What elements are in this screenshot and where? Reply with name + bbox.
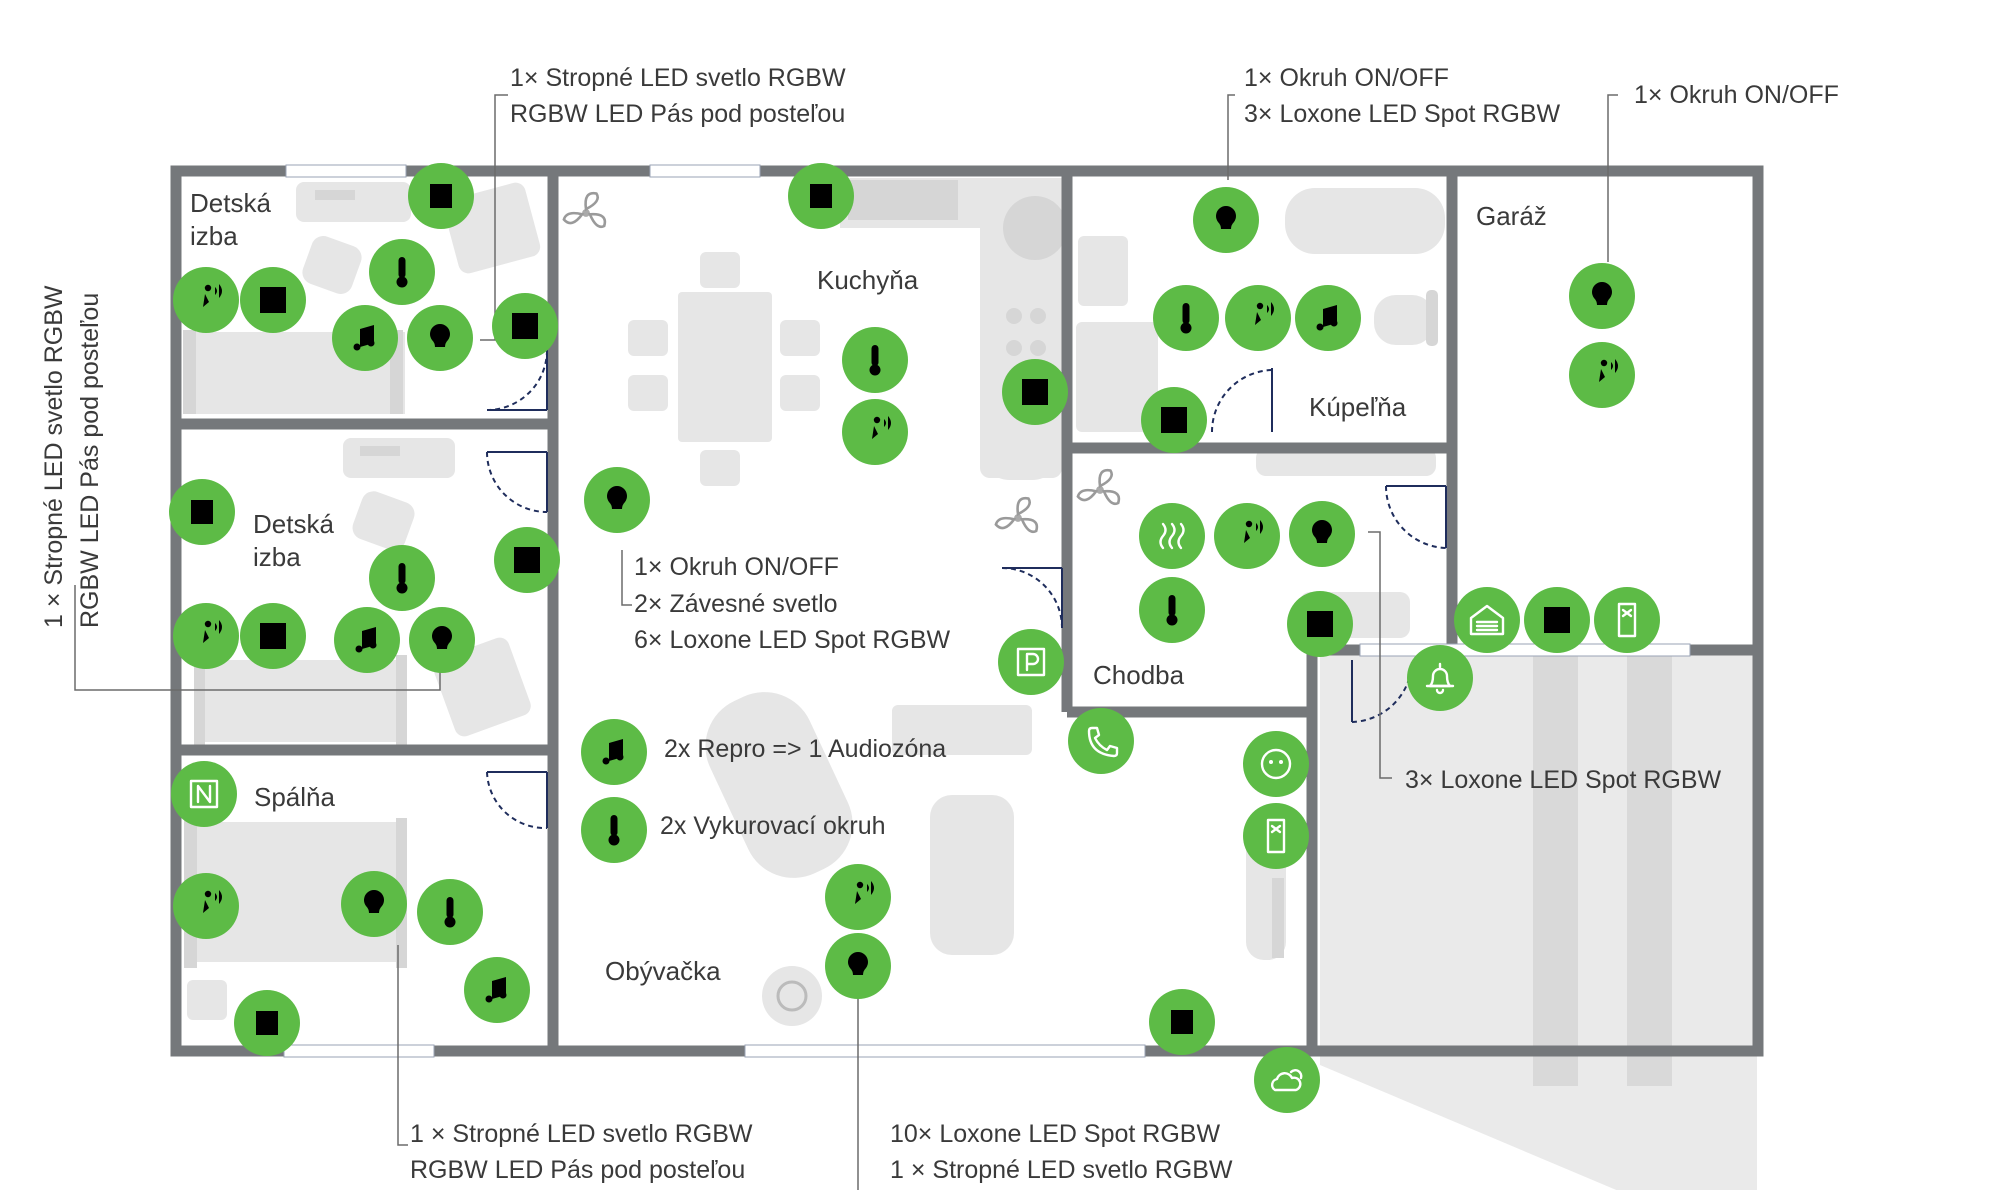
room-kids2-line1: Detská: [253, 509, 334, 539]
thermometer-icon: [417, 879, 483, 945]
living-note-line1: 10× Loxone LED Spot RGBW: [890, 1120, 1220, 1148]
living-note-line2: 1 × Stropné LED svetlo RGBW: [890, 1156, 1233, 1184]
light-bulb-icon: [825, 933, 891, 999]
doorbell-icon: [1407, 645, 1473, 711]
garage-note: 1× Okruh ON/OFF: [1634, 81, 1839, 109]
room-kitchen: Kuchyňa: [817, 265, 919, 295]
leader-lines: [74, 94, 1618, 1190]
motion-sensor-icon: [173, 603, 239, 669]
kitchen-note-line3: 6× Loxone LED Spot RGBW: [634, 626, 951, 654]
power-outlet-icon: [1243, 731, 1309, 797]
device-icons: [169, 163, 1660, 1113]
room-kids2-line2: izba: [253, 542, 301, 572]
music-icon: [464, 957, 530, 1023]
music-icon: [1295, 285, 1361, 351]
audio-note: 2x Repro => 1 Audiozóna: [664, 735, 946, 763]
touch-switch-icon: [1002, 359, 1068, 425]
intercom-icon: [1243, 803, 1309, 869]
touch-switch-icon: [492, 293, 558, 359]
blinds-icon: [169, 479, 235, 545]
fan-icon: [562, 191, 607, 229]
room-bedroom: Spálňa: [254, 782, 335, 812]
thermometer-icon: [581, 797, 647, 863]
touch-switch-icon: [240, 603, 306, 669]
touch-switch-icon: [494, 527, 560, 593]
presence-icon: [998, 629, 1064, 695]
room-garage: Garáž: [1476, 201, 1547, 231]
kids1-note-line1: 1× Stropné LED svetlo RGBW: [510, 64, 846, 92]
thermometer-icon: [1153, 285, 1219, 351]
fan-icon: [1076, 468, 1121, 506]
motion-sensor-icon: [825, 864, 891, 930]
touch-switch-icon: [1287, 591, 1353, 657]
weather-icon: [1254, 1047, 1320, 1113]
touch-switch-icon: [1524, 587, 1590, 653]
room-kids1-line2: izba: [190, 221, 238, 251]
motion-sensor-icon: [1225, 285, 1291, 351]
motion-sensor-icon: [173, 267, 239, 333]
light-bulb-icon: [1289, 501, 1355, 567]
room-living: Obývačka: [605, 956, 721, 986]
light-bulb-icon: [1193, 187, 1259, 253]
thermometer-icon: [369, 545, 435, 611]
doors: [486, 349, 1447, 830]
fan-icon: [994, 496, 1039, 534]
blinds-icon: [1149, 989, 1215, 1055]
light-bulb-icon: [409, 607, 475, 673]
touch-switch-icon: [240, 267, 306, 333]
room-bathroom: Kúpeľňa: [1309, 392, 1407, 422]
motion-sensor-icon: [1214, 503, 1280, 569]
bedroom-note-line1: 1 × Stropné LED svetlo RGBW: [410, 1120, 753, 1148]
bedroom-note-line2: RGBW LED Pás pod posteľou: [410, 1156, 745, 1184]
room-labels: Detská izba Detská izba Spálňa Kuchyňa O…: [190, 188, 1547, 986]
bath-note-line2: 3× Loxone LED Spot RGBW: [1244, 100, 1561, 128]
floor-heating-icon: [1139, 503, 1205, 569]
garage-door-icon: [1454, 587, 1520, 653]
annotations: 1× Stropné LED svetlo RGBW RGBW LED Pás …: [40, 64, 1839, 1184]
blinds-icon: [788, 163, 854, 229]
kids2-note-line2: RGBW LED Pás pod posteľou: [76, 293, 104, 628]
motion-sensor-icon: [173, 873, 239, 939]
kids1-note-line2: RGBW LED Pás pod posteľou: [510, 100, 845, 128]
kitchen-note-line2: 2× Závesné svetlo: [634, 590, 838, 618]
motion-sensor-icon: [842, 399, 908, 465]
touch-switch-icon: [1141, 387, 1207, 453]
music-icon: [334, 607, 400, 673]
kitchen-note-line1: 1× Okruh ON/OFF: [634, 553, 839, 581]
kids2-note-line1: 1 × Stropné LED svetlo RGBW: [40, 285, 68, 628]
light-bulb-icon: [1569, 263, 1635, 329]
thermometer-icon: [1139, 577, 1205, 643]
blinds-icon: [408, 163, 474, 229]
light-bulb-icon: [341, 871, 407, 937]
music-icon: [332, 305, 398, 371]
phone-icon: [1068, 708, 1134, 774]
nfc-icon: [171, 761, 237, 827]
intercom-icon: [1594, 587, 1660, 653]
motion-sensor-icon: [1569, 342, 1635, 408]
light-bulb-icon: [584, 467, 650, 533]
light-bulb-icon: [407, 305, 473, 371]
blinds-icon: [234, 990, 300, 1056]
room-kids1-line1: Detská: [190, 188, 271, 218]
hallway-note: 3× Loxone LED Spot RGBW: [1405, 766, 1722, 794]
thermometer-icon: [842, 327, 908, 393]
heating-note: 2x Vykurovací okruh: [660, 812, 886, 840]
bath-note-line1: 1× Okruh ON/OFF: [1244, 64, 1449, 92]
thermometer-icon: [369, 239, 435, 305]
room-hallway: Chodba: [1093, 660, 1185, 690]
music-icon: [581, 719, 647, 785]
